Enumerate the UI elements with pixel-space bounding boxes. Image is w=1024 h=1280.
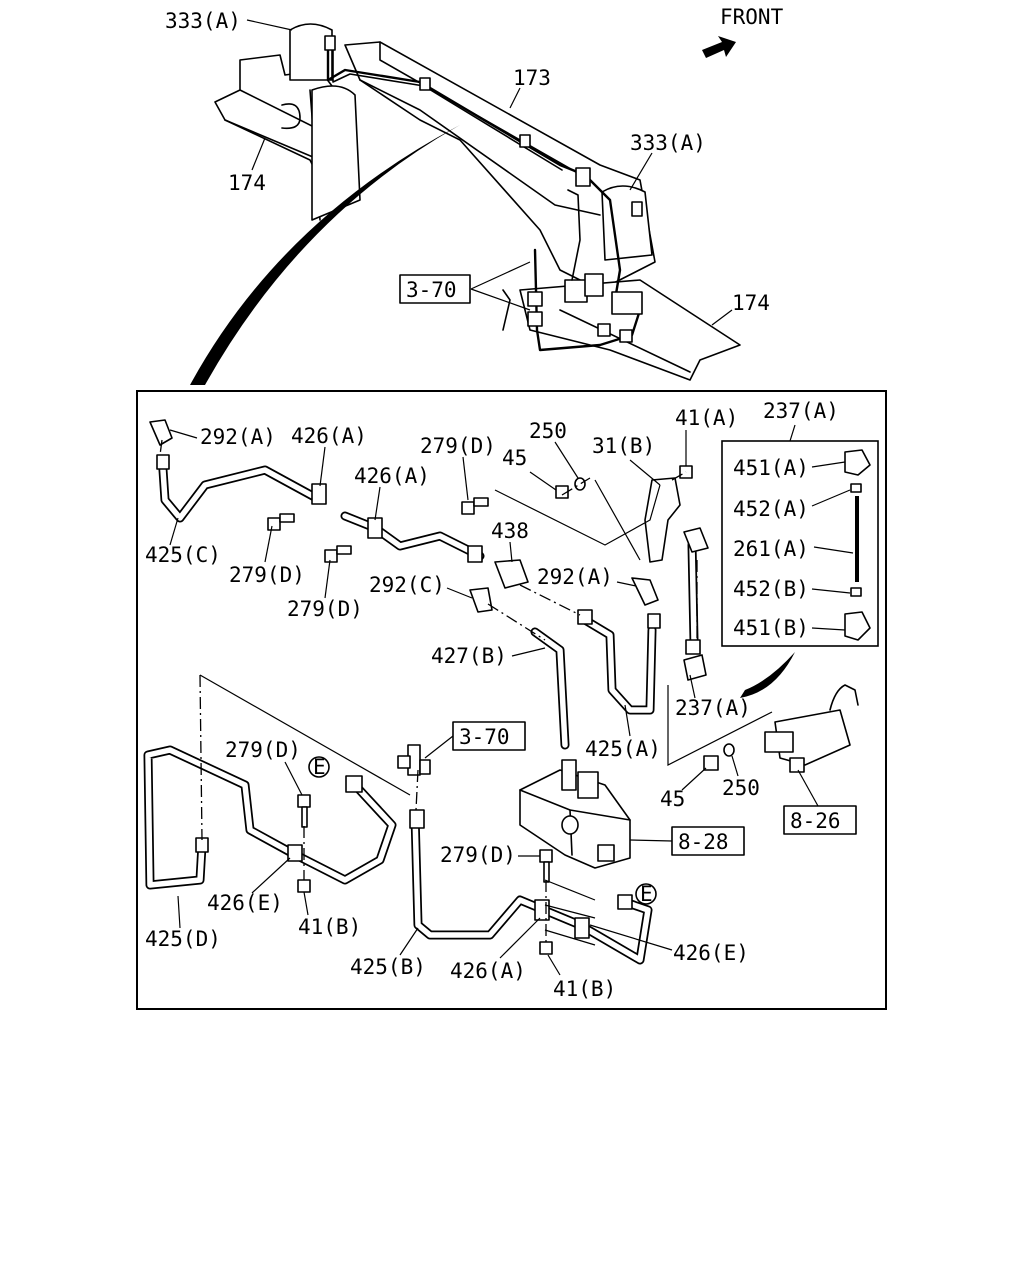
label-452a: 452(A) bbox=[733, 497, 809, 521]
fittings bbox=[149, 419, 709, 939]
label-451a: 451(A) bbox=[733, 456, 809, 480]
label-333a-2: 333(A) bbox=[630, 131, 706, 155]
ref-3-70-top[interactable]: 3-70 bbox=[399, 274, 471, 304]
label-425a: 425(A) bbox=[585, 737, 661, 761]
label-426a-3: 426(A) bbox=[450, 959, 526, 983]
label-451b: 451(B) bbox=[733, 616, 809, 640]
ref-3-70-detail[interactable]: 3-70 bbox=[452, 721, 526, 751]
label-333a-1: 333(A) bbox=[165, 9, 241, 33]
tube-237a bbox=[687, 540, 699, 645]
tube-427b bbox=[530, 627, 570, 750]
label-425b: 425(B) bbox=[350, 955, 426, 979]
detail-frame bbox=[136, 390, 887, 1010]
callout-curve bbox=[190, 125, 460, 385]
label-292a-1: 292(A) bbox=[200, 425, 276, 449]
tube-425d bbox=[143, 745, 397, 890]
label-279d-3: 279(D) bbox=[287, 597, 363, 621]
svg-text:E: E bbox=[313, 755, 326, 779]
marker-e-left: E bbox=[308, 755, 330, 779]
ref-8-28[interactable]: 8-28 bbox=[671, 826, 745, 856]
label-45-2: 45 bbox=[660, 787, 685, 811]
label-425c: 425(C) bbox=[145, 543, 221, 567]
marker-e-right: E bbox=[635, 882, 657, 906]
tube-426a-line bbox=[340, 511, 485, 561]
label-292c: 292(C) bbox=[369, 573, 445, 597]
label-41b-2: 41(B) bbox=[553, 977, 616, 1001]
front-label: FRONT bbox=[720, 5, 784, 29]
label-174-2: 174 bbox=[732, 291, 770, 315]
tube-425c bbox=[158, 465, 325, 523]
svg-text:3-70: 3-70 bbox=[406, 278, 457, 302]
svg-text:8-26: 8-26 bbox=[790, 809, 841, 833]
label-426a-2: 426(A) bbox=[354, 464, 430, 488]
label-426e-2: 426(E) bbox=[673, 941, 749, 965]
label-427b: 427(B) bbox=[431, 644, 507, 668]
front-indicator: FRONT bbox=[702, 5, 784, 58]
solenoid-valve bbox=[764, 684, 859, 773]
inset-assembly bbox=[844, 449, 871, 641]
label-45-1: 45 bbox=[502, 446, 527, 470]
label-279d-1: 279(D) bbox=[420, 434, 496, 458]
tube-425a bbox=[580, 615, 657, 715]
label-250-1: 250 bbox=[529, 419, 567, 443]
inset-237a bbox=[721, 440, 879, 647]
label-425d: 425(D) bbox=[145, 927, 221, 951]
ref-8-26[interactable]: 8-26 bbox=[783, 805, 857, 835]
label-292a-2: 292(A) bbox=[537, 565, 613, 589]
label-250-2: 250 bbox=[722, 776, 760, 800]
label-452b: 452(B) bbox=[733, 577, 809, 601]
label-237a-2: 237(A) bbox=[675, 696, 751, 720]
label-174-1: 174 bbox=[228, 171, 266, 195]
label-438: 438 bbox=[491, 519, 529, 543]
label-279d-4: 279(D) bbox=[225, 738, 301, 762]
label-41a: 41(A) bbox=[675, 406, 738, 430]
label-31b: 31(B) bbox=[592, 434, 655, 458]
svg-text:3-70: 3-70 bbox=[459, 725, 510, 749]
tee-fitting bbox=[397, 744, 431, 776]
label-279d-5: 279(D) bbox=[440, 843, 516, 867]
tube-425b bbox=[410, 810, 653, 965]
svg-text:8-28: 8-28 bbox=[678, 830, 729, 854]
label-261a: 261(A) bbox=[733, 537, 809, 561]
fasteners bbox=[267, 465, 735, 955]
valve-block bbox=[519, 759, 631, 869]
label-279d-2: 279(D) bbox=[229, 563, 305, 587]
svg-text:E: E bbox=[640, 882, 653, 906]
inset-callout-curve bbox=[740, 652, 795, 698]
label-41b-1: 41(B) bbox=[298, 915, 361, 939]
label-426e-1: 426(E) bbox=[207, 891, 283, 915]
label-237a-1: 237(A) bbox=[763, 399, 839, 423]
label-173: 173 bbox=[513, 66, 551, 90]
frame-assembly bbox=[214, 23, 741, 381]
label-426a-1: 426(A) bbox=[291, 424, 367, 448]
